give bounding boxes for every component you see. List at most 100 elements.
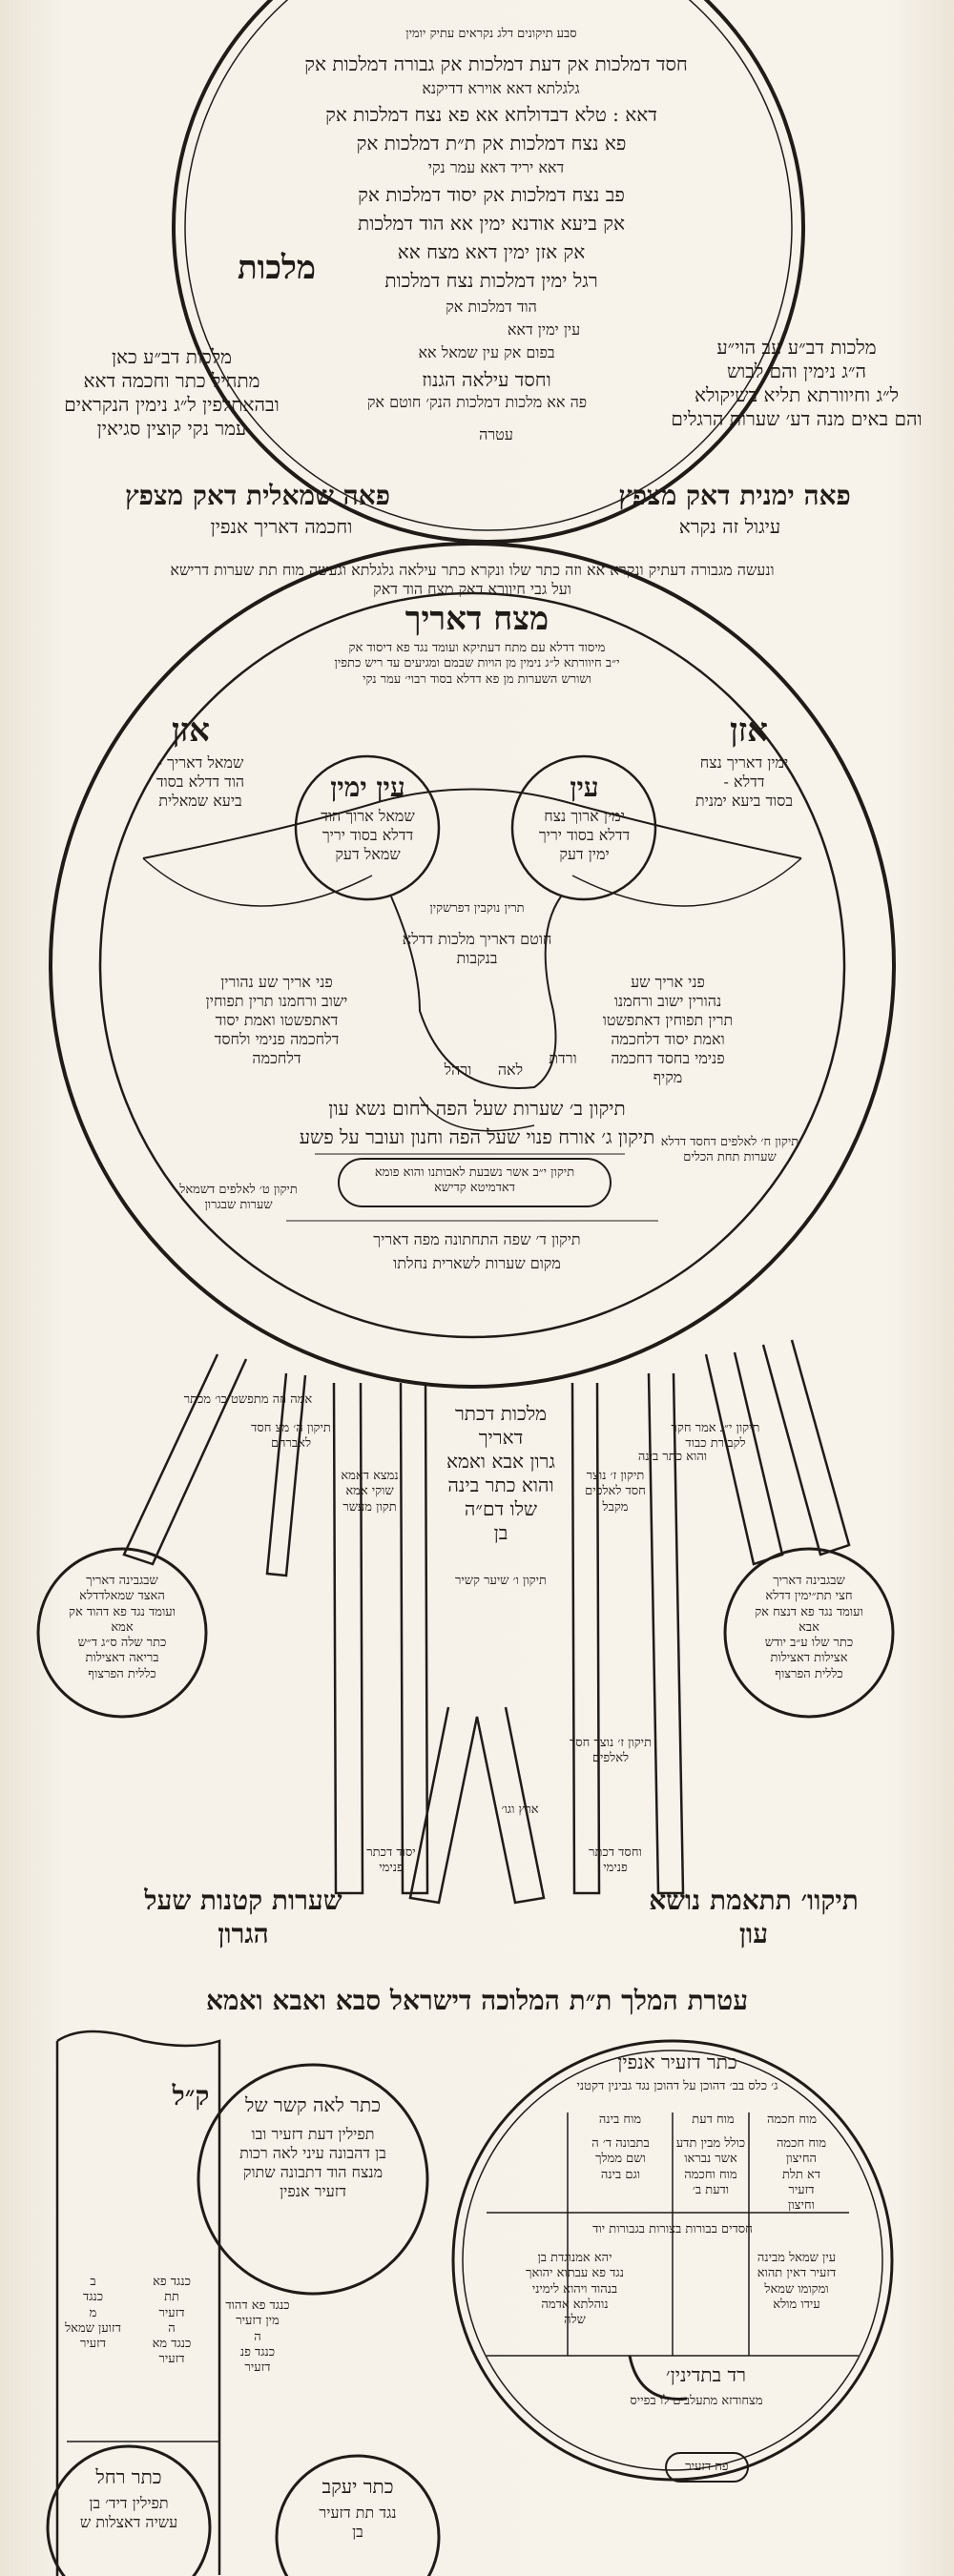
flag-col-2: כנגד פא תת דזעיר ה כנגד מא דזעיר (152, 2275, 192, 2367)
nose-text: חוטם דאריך מלכות דדלא בנקבות (402, 930, 552, 967)
strand-2: תיקון י״ג אמר חקר לקבורת כבוד (671, 1421, 760, 1452)
strand-v-right: תיקון ז׳ נוצר חסד לאלפים מקבל (585, 1469, 646, 1515)
zeir-circle-title: כתר דזעיר אנפין (617, 2050, 737, 2073)
zeir-circle-sub: ג׳ כלס בב׳ דהוכן על דהוכן נגד גבינין דקט… (576, 2079, 778, 2093)
circle-leah-text: תפילין דעת דזעיר ובו בן דהבונה עיני לאה … (239, 2125, 386, 2200)
left-small-circle (36, 1547, 208, 1719)
ozen-left-text: שמאל דאריך - הוד דדלא בסוד ביעא שמאלית (156, 753, 245, 810)
cheek-left: פני אריך שע נהורין ישוב ורחמנו תרין תפוח… (205, 973, 348, 1067)
rc-bottom-text: מצחודזא מתעלבים לו בפייס (630, 2394, 763, 2408)
between-eyes: תרין נוקבין דפרשקין (429, 901, 525, 916)
mezach-text: מיסוד דדלא עם מתח דעתיקא ועומד נגד פא די… (334, 641, 620, 687)
circle-rachel-text: תפילין דיד׳ בן עשיה דאצלות ש (79, 2494, 178, 2531)
side-left: תיקון ט׳ לאלפים דשמאל שערות שבגרון (179, 1183, 298, 1213)
strand-8: ארץ וגו׳ (501, 1803, 539, 1817)
title-left: שערות קטנות שעל הגרון (144, 1885, 342, 1949)
lower-1: תיקון ד׳ שפה התחתונה מפה דאריך (373, 1230, 581, 1248)
top-line-11: עין ימין דאא (507, 320, 581, 339)
strand-6: תיקון ו׳ שיער קשיר (455, 1574, 547, 1588)
eye-left-title: עין ימין (330, 772, 405, 803)
top-line-10: הוד דמלכות אק (446, 298, 537, 316)
header-left: פאה שמאלית דאק מצפץ (125, 480, 390, 511)
left-eye (294, 754, 441, 901)
rc-small: פה דזעיר (685, 2460, 729, 2474)
tikkun-line-2: תיקון ג׳ אורח פנוי שעל הפה וחנון ועובר ע… (299, 1125, 655, 1148)
vrtl-left: ורהל (444, 1061, 472, 1079)
top-malchut: מלכות (237, 249, 317, 287)
strand-v-left: נמצא דאמא שוקי אמא תקון מעשר (341, 1469, 399, 1515)
top-circle-header: סבע תיקונים דלג נקראים עתיק יומין (405, 27, 577, 41)
flag-col-3: כנגד פא דהוד מין דזעיר ה כנגד פנ דזעיר (225, 2298, 290, 2375)
side-text-right: מלכות דב״ע עב הוי״ע ה״ג נימין והם לבוש ל… (671, 336, 923, 430)
rc-3: מוח בינה (598, 2112, 642, 2127)
tikkun-line-1: תיקון ב׳ שערות שעל הפה רחום נשא עון (328, 1097, 626, 1120)
beard-strands (122, 1339, 851, 1905)
lower-2: מקום שערות לשארית נחלתו (393, 1254, 561, 1272)
strand-7: תיקון ז׳ נוצר חסד לאלפים (569, 1736, 653, 1766)
top-line-6: פב נצח דמלכות אק יסוד דמלכות אק (358, 183, 625, 206)
top-line-7: אק ביעא אודנא ימין אא הוד דמלכות (358, 212, 625, 235)
cheek-right: פני אריך שע נהורין ישוב ורחמנו תרין תפוח… (602, 973, 734, 1086)
top-line-9: רגל ימין דמלכות נצח דמלכות (384, 269, 598, 292)
flag-letter: ק״ל (172, 2080, 210, 2112)
mouth-box (338, 1158, 612, 1207)
top-line-3: דאא : טלא דבדולחא אא פא נצח דמלכות אק (325, 103, 657, 126)
top-line-14: וחסד עילאה הגנוז (422, 368, 551, 391)
eye-right-title: עין (570, 772, 599, 803)
top-line-1: חסד דמלכות אק דעת דמלכות אק גבורה דמלכות… (304, 52, 688, 75)
circle-rachel-title: כתר רחל (95, 2465, 162, 2488)
flag-col-1: ב כנגד מ דזוען שמאל דזעיר (65, 2275, 121, 2351)
top-line-15: פה אא מלכות דמלכות הנק׳ חוטם אק (366, 393, 588, 411)
mouth-text: תיקון י״ב אשר נשבעת לאבותנו והוא פומא דא… (374, 1165, 575, 1196)
strand-center: מלכות דכתר דאריך גרון אבא ואמא והוא כתר … (446, 1402, 555, 1544)
rc-text-1: מוח חכמה החיצון דא תלת דזעיר וחיצון (776, 2136, 827, 2213)
circle-jacob-title: כתר יעקב (321, 2475, 394, 2498)
top-line-12: בפום אק עין שמאל אא (418, 343, 555, 361)
top-line-8: אק אזן ימין דאא מצח אא (397, 240, 586, 263)
strand-4: והוא כתר בינה (637, 1450, 708, 1464)
ozen-left-title: אזן (172, 711, 210, 750)
right-small-circle (723, 1547, 895, 1719)
strand-3: תיקון ה׳ מצ חסד לאברהם (251, 1421, 331, 1452)
top-circle (172, 0, 805, 544)
small-circle-right-text: שבגבינה דאריך חצי תת״ימין דדלא ועומד נגד… (755, 1574, 863, 1681)
top-line-4: פא נצח דמלכות אק ת״ת דמלכות אק (356, 132, 627, 155)
side-text-left: מלכות דב״ע כאן מתחיל כתר וחכמה דאא ובהאת… (64, 345, 280, 440)
right-eye (510, 754, 657, 901)
ring-text: ונעשה מגבורה דעתיק ונקרא אא וזה כתר שלו … (170, 561, 775, 598)
big-circle-outer (49, 542, 896, 1389)
circle-jacob-text: נגד תת דזעיר בן (319, 2504, 397, 2541)
circle-leah (197, 2063, 429, 2296)
circle-rachel (46, 2444, 212, 2576)
rc-bottom: רד בתדינין׳ (666, 2363, 746, 2386)
top-line-2: גלגלתא דאא אוירא דדיקנא (422, 79, 580, 97)
header-right-sub: עיגול זה נקרא (678, 515, 781, 538)
bottom-mid-left-label: יסוד דכתר פנימי (366, 1845, 416, 1876)
ozen-right-title: אזן (730, 711, 768, 750)
strand-1: אמה וזה מתפשט כו׳ מכתר (183, 1392, 313, 1407)
rc-1: מוח חכמה (766, 2112, 818, 2127)
rc-text-2: כולל מבין תדע אשר נבראו מוח וחכמה ודעת ב… (675, 2136, 746, 2197)
top-bottom-label: עטרה (479, 425, 513, 443)
header-right: פאה ימנית דאק מצפץ (618, 480, 851, 511)
top-line-5: דאא יריד דאא עמר נקי (427, 158, 565, 176)
ozen-right-text: ימין דאריך נצח דדלא - בסוד ביעא ימנית (695, 753, 794, 810)
eye-right-text: ימין ארוך נצח דדלא בסוד יריך ימין דעק (538, 807, 631, 863)
big-circle-inner (98, 591, 846, 1339)
vrtl-right: ורדת (549, 1049, 577, 1067)
crown-title: עטרת המלך ת״ת המלוכה דישראל סבא ואבא ואמ… (205, 1985, 749, 2016)
rc-left-text: יהא אמנוגדת בן נגד פא עבתוא יהואך בנהוד … (526, 2251, 624, 2327)
header-left-sub: וחכמה דאריך אנפין (210, 515, 353, 538)
mezach-title: מצח דאריך (404, 600, 550, 638)
lea-label: לאה (497, 1061, 524, 1079)
rc-2: מוח דעת (692, 2112, 735, 2127)
rc-text-3: בתבונה ד׳ ה ושם ממלך וגם בינה (591, 2136, 650, 2182)
circle-jacob (275, 2454, 441, 2576)
small-circle-left-text: שבגבינה דאריך האצד שמאלדדלא ועומד נגד פא… (69, 1574, 176, 1681)
rc-row: חסדים בבורות בצורות בגבורות יוד (592, 2222, 753, 2236)
circle-leah-title: כתר לאה קשר של (245, 2093, 381, 2116)
eye-left-text: שמאל ארוך הוד דדלא בסוד יריך שמאל דעק (321, 807, 415, 863)
title-right: תיקוו׳ תתאמת נושא עון (649, 1885, 859, 1949)
